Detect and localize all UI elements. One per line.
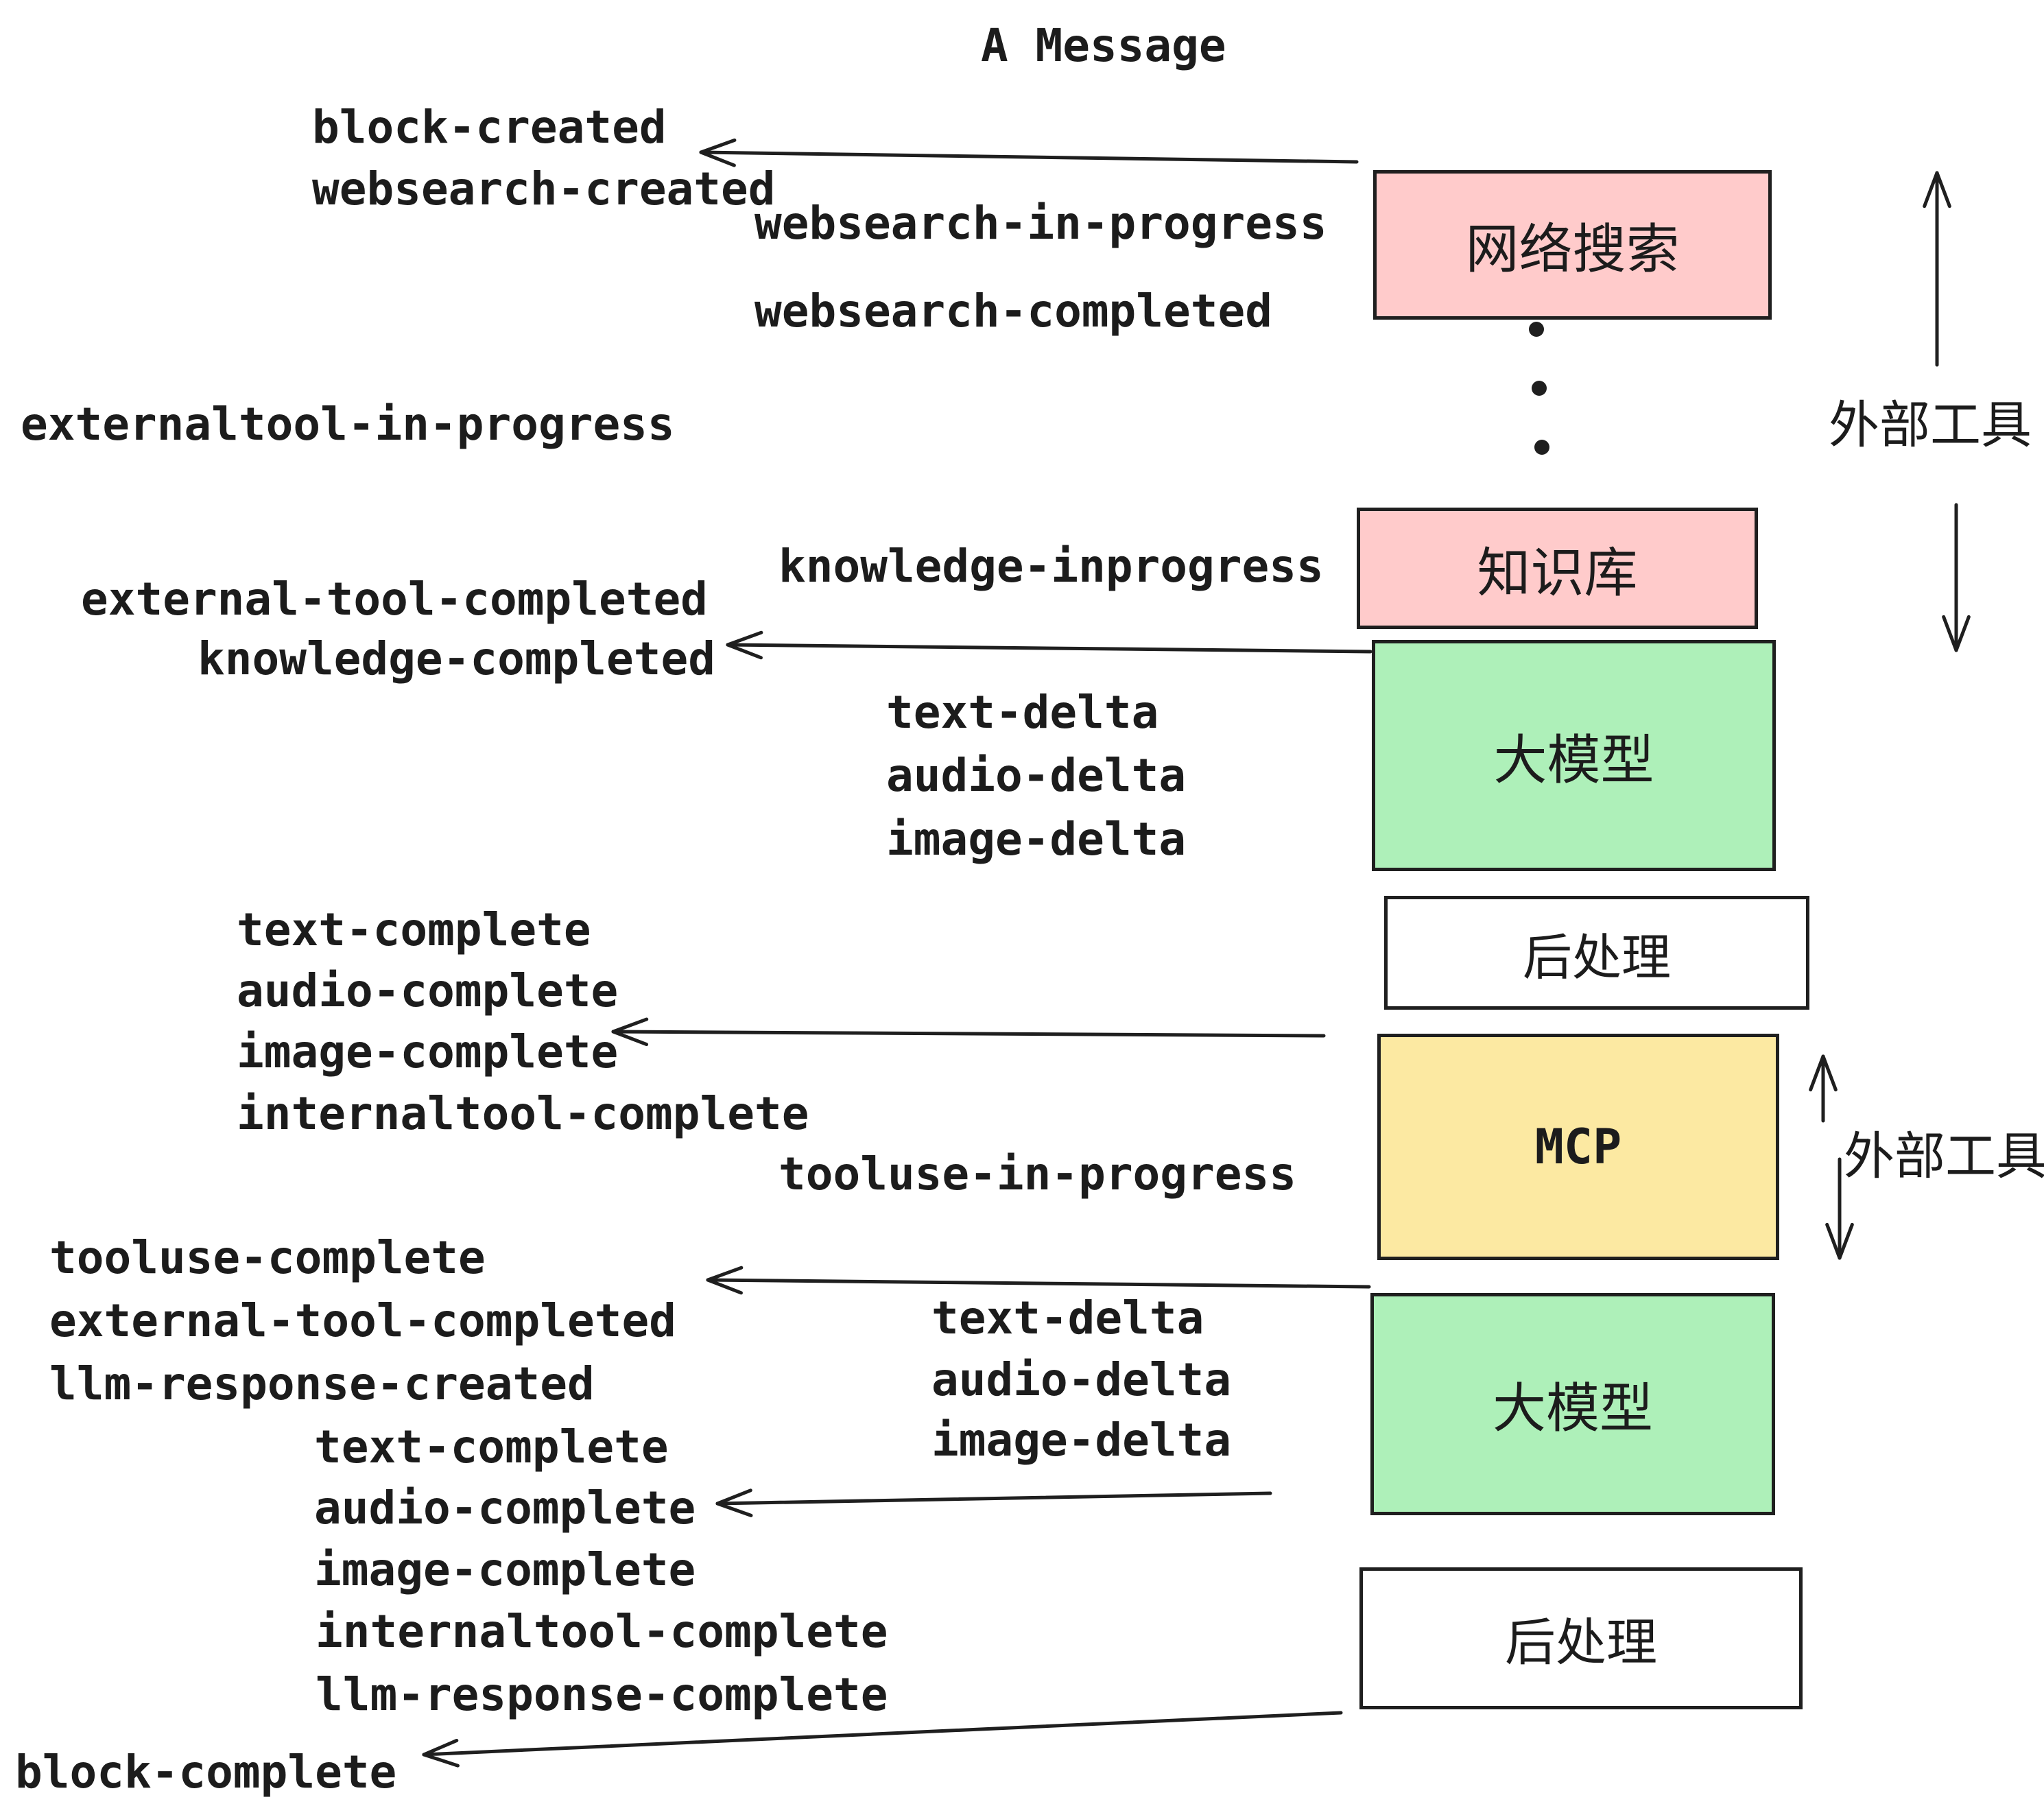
event-label-knowledge-completed: knowledge-completed [198, 632, 715, 685]
event-label-tooluse-complete: tooluse-complete [49, 1231, 486, 1284]
event-label-audio-complete-1: audio-complete [237, 964, 619, 1017]
stage-box-label-post-1: 后处理 [1522, 930, 1671, 986]
event-arrow-3 [611, 1017, 1326, 1047]
scope-arrow-1 [1923, 171, 1951, 367]
ellipsis-dot-2 [1532, 381, 1547, 396]
stage-box-label-post-2: 后处理 [1505, 1614, 1657, 1671]
event-arrow-4 [706, 1266, 1371, 1295]
event-label-image-complete-1: image-complete [237, 1025, 619, 1078]
event-label-block-complete: block-complete [15, 1746, 397, 1799]
event-label-internaltool-complete-1: internaltool-complete [237, 1087, 809, 1140]
stage-box-label-llm-1: 大模型 [1493, 729, 1654, 790]
diagram-title: A Message [981, 19, 1226, 72]
event-label-block-created: block-created [312, 101, 667, 154]
event-arrow-6 [422, 1711, 1343, 1768]
event-label-external-tool-completed-1: external-tool-completed [81, 573, 708, 626]
event-label-image-complete-2: image-complete [314, 1543, 696, 1596]
event-label-audio-delta-1: audio-delta [886, 749, 1187, 802]
event-label-external-tool-completed-2: external-tool-completed [49, 1294, 676, 1347]
event-label-tooluse-in-progress: tooluse-in-progress [779, 1148, 1296, 1200]
event-arrow-2 [726, 630, 1372, 660]
event-label-image-delta-2: image-delta [931, 1414, 1232, 1467]
event-arrow-1 [699, 138, 1359, 167]
stage-box-websearch: 网络搜索 [1373, 170, 1772, 320]
event-label-externaltool-in-progress: externaltool-in-progress [21, 398, 675, 451]
side-label-external-tools-2: 外部工具 [1844, 1128, 2044, 1185]
event-label-audio-delta-2: audio-delta [931, 1353, 1232, 1406]
scope-arrow-3 [1809, 1054, 1838, 1123]
side-label-external-tools-1: 外部工具 [1829, 396, 2032, 453]
event-label-text-delta-2: text-delta [931, 1292, 1204, 1344]
ellipsis-dot-1 [1529, 322, 1544, 337]
event-arrow-5 [715, 1488, 1272, 1517]
event-label-text-delta-1: text-delta [886, 686, 1159, 739]
stage-box-label-llm-2: 大模型 [1492, 1378, 1653, 1438]
scope-arrow-2 [1942, 503, 1971, 652]
event-label-audio-complete-2: audio-complete [314, 1482, 696, 1534]
scope-arrow-4 [1825, 1157, 1854, 1260]
stage-box-label-knowledge: 知识库 [1477, 542, 1638, 603]
event-label-text-complete-2: text-complete [314, 1421, 669, 1473]
stage-box-mcp: MCP [1377, 1034, 1779, 1260]
event-label-llm-response-created: llm-response-created [49, 1357, 595, 1410]
stage-box-post-2: 后处理 [1359, 1567, 1803, 1709]
stage-box-llm-1: 大模型 [1372, 640, 1776, 871]
event-label-llm-response-complete: llm-response-complete [316, 1668, 888, 1721]
ellipsis-dot-3 [1534, 440, 1549, 455]
event-label-image-delta-1: image-delta [886, 813, 1187, 866]
stage-box-knowledge: 知识库 [1357, 508, 1758, 629]
stage-box-label-mcp: MCP [1534, 1119, 1622, 1175]
event-label-websearch-in-progress: websearch-in-progress [754, 197, 1327, 250]
stage-box-label-websearch: 网络搜索 [1465, 219, 1680, 279]
event-label-internaltool-complete-2: internaltool-complete [316, 1605, 888, 1658]
stage-box-post-1: 后处理 [1384, 896, 1809, 1010]
event-label-websearch-created: websearch-created [312, 163, 776, 215]
event-label-text-complete-1: text-complete [237, 903, 591, 956]
event-label-websearch-completed: websearch-completed [754, 285, 1272, 337]
event-label-knowledge-inprogress: knowledge-inprogress [779, 540, 1324, 593]
stage-box-llm-2: 大模型 [1370, 1293, 1775, 1515]
